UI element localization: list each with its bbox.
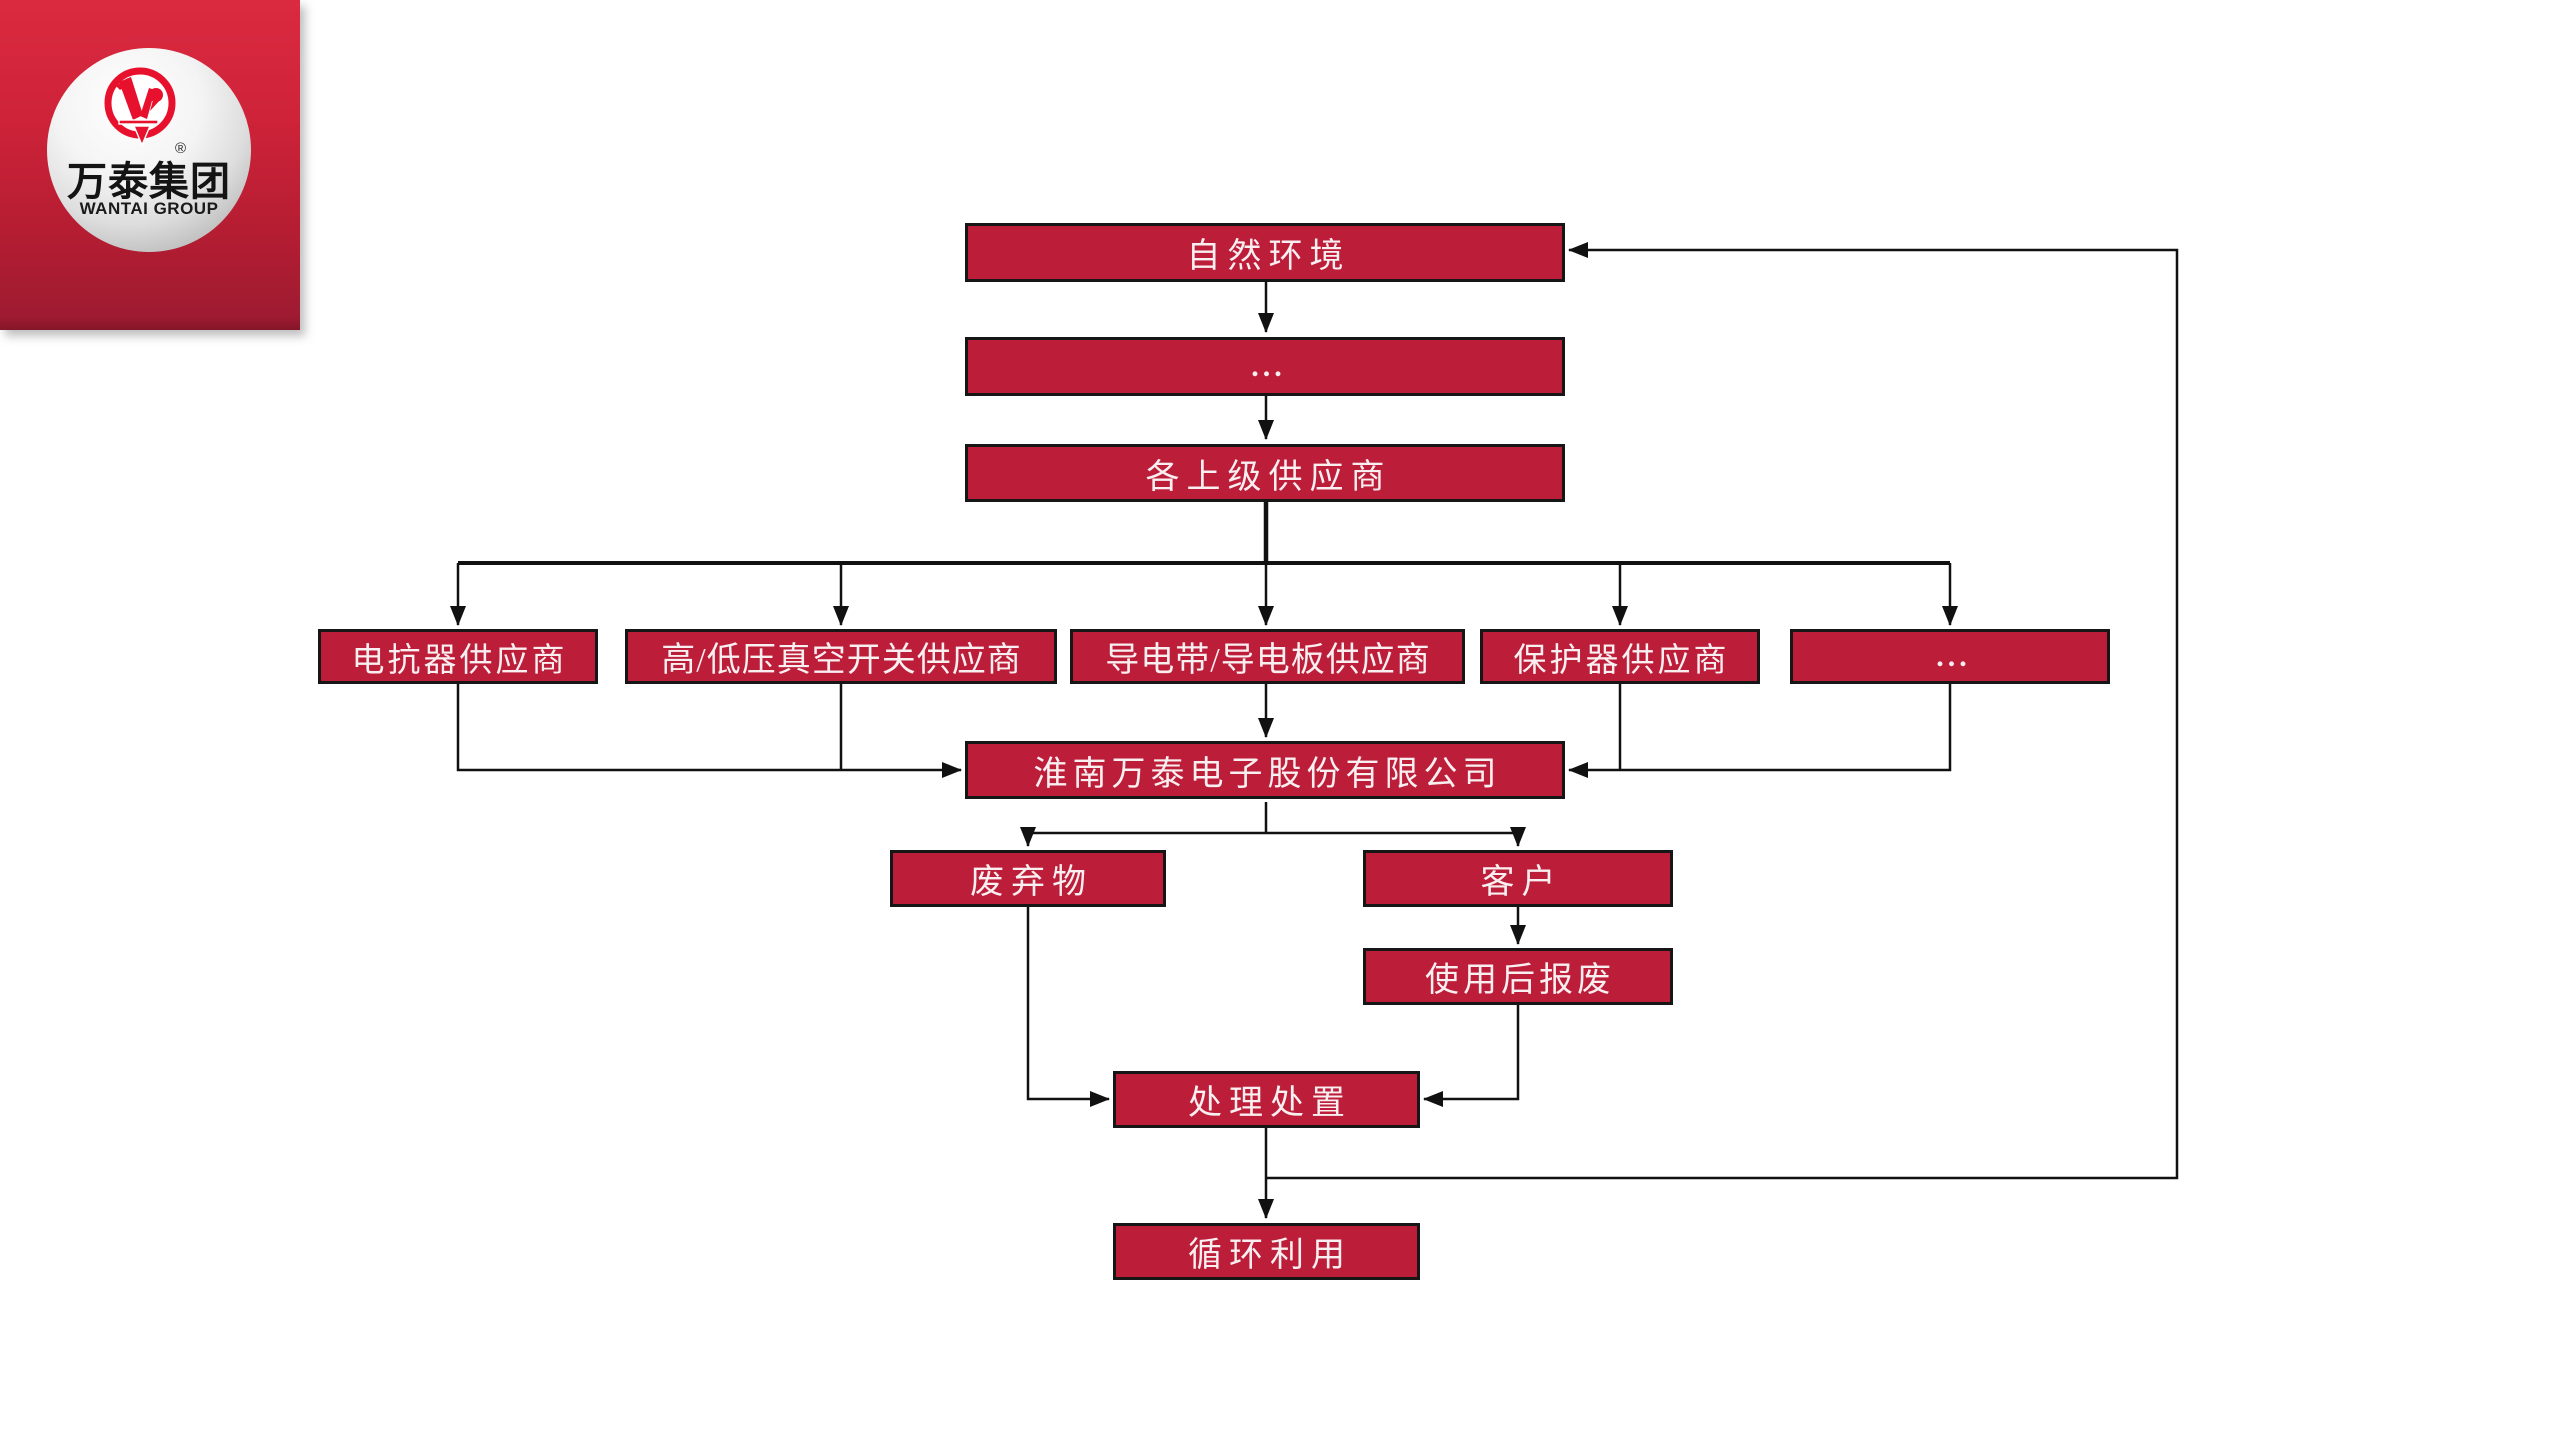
node-protector-supplier: 保护器供应商 (1480, 629, 1760, 684)
node-recycling: 循环利用 (1113, 1223, 1420, 1280)
node-natural-environment: 自然环境 (965, 223, 1565, 282)
wantai-w-icon (104, 67, 176, 147)
edge-company-split (1028, 802, 1518, 835)
node-customer: 客户 (1363, 850, 1673, 907)
node-ellipsis-top: ... (965, 337, 1565, 396)
logo-sphere: ® 万泰集团 WANTAI GROUP (47, 48, 251, 252)
edge-right-merge (1568, 684, 1952, 778)
edge-scrapped-to-disposal (1423, 1005, 1520, 1107)
node-waste: 废弃物 (890, 850, 1166, 907)
node-reactor-supplier: 电抗器供应商 (318, 629, 598, 684)
node-scrapped-after-use: 使用后报废 (1363, 948, 1673, 1005)
node-upper-suppliers: 各上级供应商 (965, 444, 1565, 502)
node-conductive-supplier: 导电带/导电板供应商 (1070, 629, 1465, 684)
node-ellipsis-suppliers: ... (1790, 629, 2110, 684)
node-disposal: 处理处置 (1113, 1071, 1420, 1128)
logo-brand-en: WANTAI GROUP (79, 199, 219, 218)
wantai-logo: ® 万泰集团 WANTAI GROUP (0, 0, 300, 330)
logo-brand-zh: 万泰集团 (67, 160, 231, 204)
registered-mark: ® (175, 140, 187, 157)
node-vacuum-switch-supplier: 高/低压真空开关供应商 (625, 629, 1057, 684)
node-company: 淮南万泰电子股份有限公司 (965, 741, 1565, 799)
edge-feedback-loop (1266, 242, 2179, 1180)
edge-waste-to-disposal (1026, 907, 1110, 1107)
edge-left-merge (456, 684, 962, 778)
